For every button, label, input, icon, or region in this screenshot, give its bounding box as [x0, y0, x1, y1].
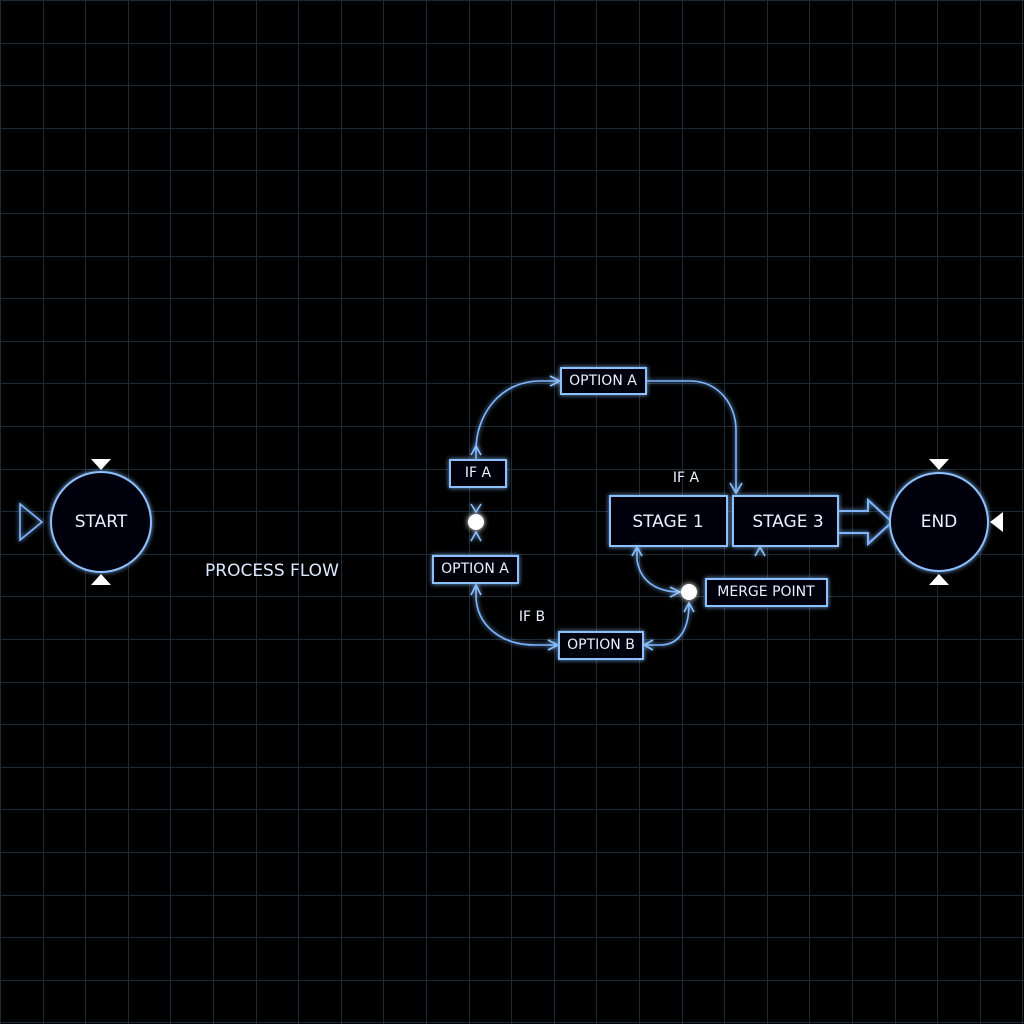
end-right-marker-icon — [990, 512, 1003, 532]
stage-3-label: STAGE 3 — [752, 512, 823, 532]
merge-junction — [681, 584, 697, 600]
option-a-top-label: OPTION A — [569, 373, 637, 389]
if-a-box-label: IF A — [465, 465, 492, 481]
option-a-lower-node: OPTION A — [432, 555, 519, 584]
end-label: END — [921, 512, 958, 532]
stage-3-node: STAGE 3 — [732, 495, 839, 547]
merge-point-label: MERGE POINT — [717, 584, 815, 600]
end-bottom-marker-icon — [929, 574, 949, 585]
end-node: END — [889, 459, 1003, 585]
merge-connectors — [631, 545, 766, 598]
start-node: START — [19, 459, 152, 585]
option-b-label: OPTION B — [567, 637, 635, 653]
start-label: START — [75, 512, 128, 532]
option-a-lower-label: OPTION A — [441, 561, 509, 577]
if-a-free-label: IF A — [673, 470, 700, 486]
start-bottom-marker-icon — [91, 574, 111, 585]
end-top-marker-icon — [929, 459, 949, 470]
option-b-node: OPTION B — [558, 631, 644, 660]
start-left-arrow-icon — [19, 502, 44, 542]
process-flow-label: PROCESS FLOW — [205, 561, 339, 581]
lower-branch-connectors — [470, 530, 695, 651]
stage-1-label: STAGE 1 — [632, 512, 703, 532]
stage-1-node: STAGE 1 — [609, 495, 728, 547]
if-b-free-label: IF B — [519, 609, 545, 625]
decision-junction — [468, 514, 484, 530]
start-top-marker-icon — [91, 459, 111, 470]
option-a-top-node: OPTION A — [560, 367, 647, 395]
if-a-node: IF A — [449, 459, 507, 488]
merge-point-node: MERGE POINT — [705, 578, 828, 607]
